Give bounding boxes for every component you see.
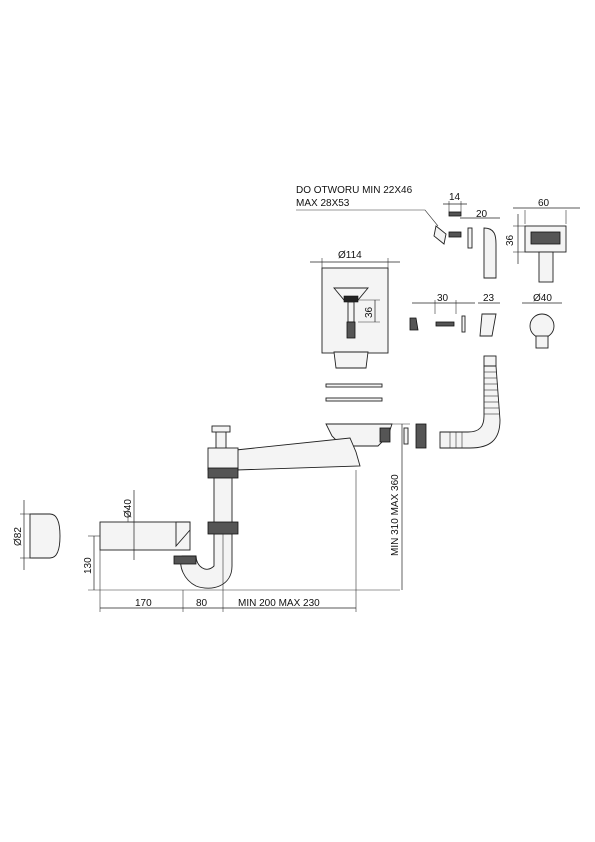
right-dimension: MIN 310 MAX 360 (390, 423, 410, 590)
dim-30: 30 (437, 293, 449, 304)
connector-round-stem (535, 335, 549, 349)
dim-40-right: Ø40 (533, 293, 552, 304)
outlet-elbow (175, 521, 191, 548)
dim-114: Ø114 (338, 250, 362, 261)
connector-cap (409, 317, 419, 331)
overflow-hole-note: DO OTWORU MIN 22X46 MAX 28X53 (296, 185, 439, 227)
strainer-basket-rim (343, 295, 359, 303)
strainer-gasket-1 (325, 383, 383, 388)
drain-overflow-nipple (379, 427, 391, 443)
dim-36-top: 36 (505, 234, 516, 246)
dim-80: 80 (196, 598, 208, 609)
strainer-stem (347, 301, 355, 323)
connector-washer (461, 315, 466, 333)
dim-20: 20 (476, 209, 488, 220)
tee-body (207, 447, 239, 471)
overflow-slot (530, 231, 561, 245)
connector-round-front (529, 313, 555, 339)
overflow-stem (538, 251, 554, 283)
trap-nut (207, 521, 239, 535)
overflow-elbow-side (483, 227, 497, 279)
tee-nut (207, 467, 239, 479)
overflow-screw-top (448, 211, 462, 217)
overflow-connector-row: 30 23 Ø40 (409, 293, 562, 349)
horizontal-arm (235, 437, 361, 471)
vertical-tube (213, 477, 233, 525)
dim-170: 170 (135, 598, 152, 609)
strainer-assembly: Ø114 36 (310, 250, 400, 402)
bottom-dimensions: 170 80 MIN 200 MAX 230 (99, 470, 357, 612)
dim-min-max-vertical: MIN 310 MAX 360 (390, 474, 401, 556)
dim-60: 60 (538, 198, 550, 209)
note-line-1: DO OTWORU MIN 22X46 (296, 185, 413, 196)
strainer-plug (346, 321, 356, 339)
outlet-nut (173, 555, 197, 565)
hose-nut (415, 423, 427, 449)
dim-36-strainer: 36 (364, 306, 375, 318)
appliance-branch (215, 429, 227, 451)
overflow-screw-bottom (448, 231, 462, 238)
strainer-gasket-2 (325, 397, 383, 402)
dim-130: 130 (83, 557, 94, 574)
dim-40-left: Ø40 (123, 499, 134, 518)
hose-top-end (483, 355, 497, 367)
dim-23: 23 (483, 293, 495, 304)
appliance-branch-tip (211, 425, 231, 433)
dim-min-max-horizontal: MIN 200 MAX 230 (238, 598, 320, 609)
note-leader-line (296, 209, 439, 227)
overflow-gasket (467, 227, 473, 249)
note-line-2: MAX 28X53 (296, 198, 350, 209)
wall-rosette (29, 513, 61, 559)
connector-screw (435, 321, 455, 327)
overflow-grille (433, 225, 447, 245)
siphon-trap-assembly (29, 423, 393, 589)
strainer-bowl (321, 267, 389, 354)
dim-82: Ø82 (13, 527, 24, 546)
hose-body (439, 365, 501, 449)
dim-14: 14 (449, 192, 461, 203)
overflow-cover-parts: 14 20 60 36 (433, 192, 580, 283)
hose-gasket (403, 427, 409, 445)
trap-u-bend (180, 533, 233, 589)
flexible-overflow-hose (403, 355, 501, 449)
strainer-drain-body (333, 351, 369, 369)
left-dimensions: Ø82 Ø40 130 (13, 490, 400, 591)
connector-elbow (479, 313, 497, 337)
